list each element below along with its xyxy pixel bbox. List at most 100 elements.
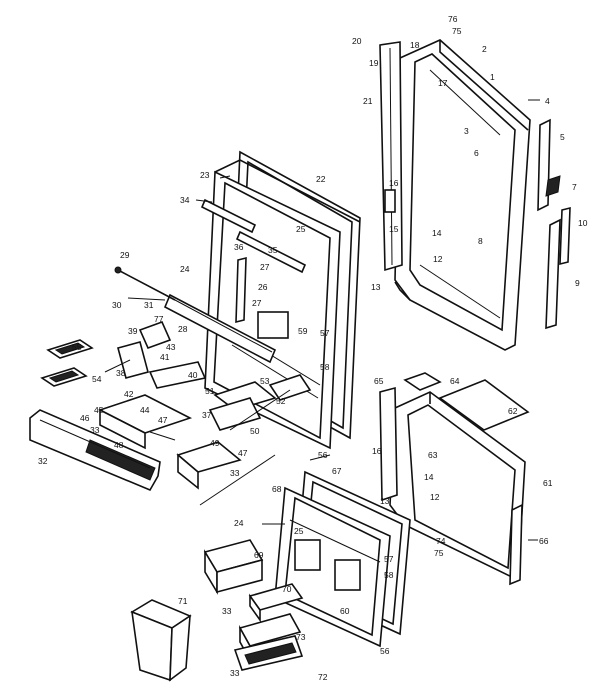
- part-label-l27b: 27: [252, 298, 262, 308]
- part-label-l52: 52: [276, 396, 286, 406]
- part-label-l3: 3: [464, 126, 469, 136]
- part-label-l24b: 24: [234, 518, 244, 528]
- part-label-l12: 12: [433, 254, 443, 264]
- part-label-l75b: 75: [434, 548, 444, 558]
- lower-door-panel: [274, 486, 391, 648]
- part-label-l27a: 27: [260, 262, 270, 272]
- part-label-l64: 64: [450, 376, 460, 386]
- door-shelves-small: [97, 374, 312, 490]
- part-label-l68: 68: [272, 484, 282, 494]
- part-label-l40: 40: [188, 370, 198, 380]
- part-label-l74: 74: [436, 536, 446, 546]
- part-label-l17: 17: [438, 78, 448, 88]
- part-label-l63: 63: [428, 450, 438, 460]
- part-label-l15: 15: [389, 224, 399, 234]
- part-label-l33b: 33: [230, 468, 240, 478]
- part-label-l47b: 47: [238, 448, 248, 458]
- part-label-l70: 70: [282, 584, 292, 594]
- part-label-l14b: 14: [424, 472, 434, 482]
- part-label-l19: 19: [369, 58, 379, 68]
- part-label-l4: 4: [545, 96, 550, 106]
- part-label-l7: 7: [572, 182, 577, 192]
- part-label-l56b: 56: [380, 646, 390, 656]
- part-label-l25: 25: [296, 224, 306, 234]
- right-side-strips: [537, 118, 571, 330]
- part-label-l54: 54: [92, 374, 102, 384]
- part-label-l34: 34: [180, 195, 190, 205]
- part-label-l55: 55: [72, 342, 82, 352]
- part-label-l49: 49: [210, 438, 220, 448]
- part-label-l39: 39: [128, 326, 138, 336]
- part-label-l21: 21: [363, 96, 373, 106]
- lower-front-trim-32: [29, 409, 161, 492]
- part-label-l22: 22: [316, 174, 326, 184]
- part-label-l75: 75: [452, 26, 462, 36]
- part-label-l62: 62: [508, 406, 518, 416]
- lower-door-bins: [203, 539, 304, 671]
- part-label-l53: 53: [260, 376, 270, 386]
- part-label-l20: 20: [352, 36, 362, 46]
- part-label-l65: 65: [374, 376, 384, 386]
- part-label-l46: 46: [80, 413, 90, 423]
- leader-lines: [104, 99, 540, 541]
- part-label-l60: 60: [340, 606, 350, 616]
- part-label-l35: 35: [268, 245, 278, 255]
- part-label-l48: 48: [114, 440, 124, 450]
- part-label-l37: 37: [202, 410, 212, 420]
- part-label-l77: 77: [154, 314, 164, 324]
- part-label-l72: 72: [318, 672, 328, 682]
- part-label-l57: 57: [320, 328, 330, 338]
- part-label-l13: 13: [371, 282, 381, 292]
- rod-30: [114, 266, 176, 301]
- part-label-l44: 44: [140, 405, 150, 415]
- part-label-l14: 14: [432, 228, 442, 238]
- part-label-l6: 6: [474, 148, 479, 158]
- part-label-l9: 9: [575, 278, 580, 288]
- part-label-l58: 58: [320, 362, 330, 372]
- part-label-l36: 36: [234, 242, 244, 252]
- part-label-l43: 43: [166, 342, 176, 352]
- part-label-l24: 24: [180, 264, 190, 274]
- dispenser-pads: [40, 339, 94, 387]
- part-label-l38: 38: [116, 368, 126, 378]
- part-label-l13b: 13: [380, 496, 390, 506]
- part-label-l29: 29: [120, 250, 130, 260]
- part-label-l30: 30: [112, 300, 122, 310]
- part-label-l2: 2: [482, 44, 487, 54]
- part-label-l56: 56: [318, 450, 328, 460]
- part-label-l66: 66: [539, 536, 549, 546]
- part-label-l18: 18: [410, 40, 420, 50]
- part-label-l61: 61: [543, 478, 553, 488]
- part-label-l33d: 33: [230, 668, 240, 678]
- part-label-l28: 28: [178, 324, 188, 334]
- upper-door-panel: [204, 159, 361, 450]
- part-label-l8: 8: [478, 236, 483, 246]
- part-label-l33a: 33: [90, 425, 100, 435]
- part-label-l12b: 12: [430, 492, 440, 502]
- part-label-l5: 5: [560, 132, 565, 142]
- part-label-l26: 26: [258, 282, 268, 292]
- part-label-l69: 69: [254, 550, 264, 560]
- part-label-l25b: 25: [294, 526, 304, 536]
- upper-cabinet-frame: [394, 39, 531, 351]
- part-label-l71: 71: [178, 596, 188, 606]
- container-71: [130, 599, 192, 682]
- part-label-l76: 76: [448, 14, 458, 24]
- upper-hinge-channel: [379, 41, 403, 272]
- part-label-l47a: 47: [158, 415, 168, 425]
- part-label-l31: 31: [144, 300, 154, 310]
- part-label-l41: 41: [160, 352, 170, 362]
- part-label-l51: 51: [205, 386, 215, 396]
- part-label-l16b: 16: [372, 446, 382, 456]
- part-label-l73: 73: [296, 632, 306, 642]
- part-label-l57b: 57: [384, 554, 394, 564]
- part-label-l59: 59: [298, 326, 308, 336]
- part-label-l42: 42: [124, 389, 134, 399]
- part-label-l50: 50: [250, 426, 260, 436]
- part-label-l23: 23: [200, 170, 210, 180]
- part-label-l10: 10: [578, 218, 588, 228]
- dispenser-bracket: [117, 320, 207, 389]
- upper-door-shelf-bars: [163, 198, 307, 364]
